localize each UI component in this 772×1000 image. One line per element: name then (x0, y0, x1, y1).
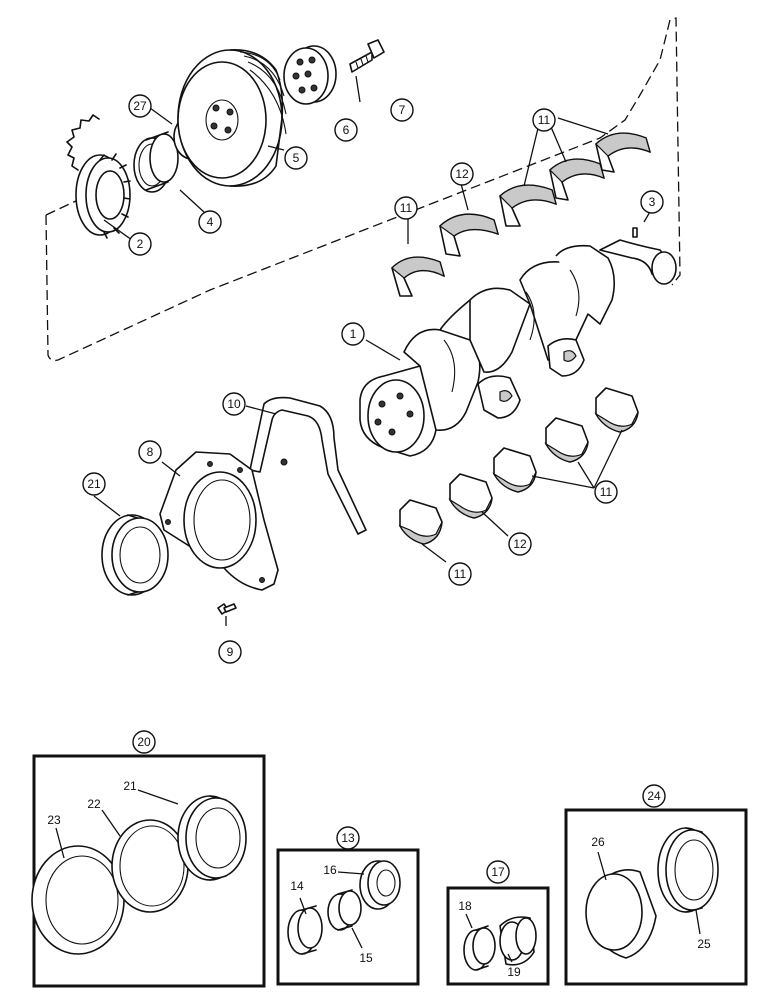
svg-text:1: 1 (350, 327, 357, 341)
crankshaft-gear-part (66, 114, 131, 239)
callout-3: 3 (640, 190, 664, 214)
svg-text:11: 11 (400, 201, 413, 215)
callout-11-upper-left: 11 (394, 196, 418, 220)
svg-text:11: 11 (454, 567, 467, 581)
group-boundary-dashed-2 (45, 199, 79, 216)
svg-text:24: 24 (647, 789, 661, 803)
callout-12-upper: 12 (450, 162, 474, 186)
label-23: 23 (47, 813, 61, 827)
crankshaft-part (359, 239, 677, 457)
label-14: 14 (290, 879, 304, 893)
callout-6: 6 (334, 118, 358, 142)
svg-text:11: 11 (538, 113, 551, 127)
label-19: 19 (507, 965, 521, 979)
svg-text:17: 17 (491, 865, 505, 879)
seal-kit-17-box (446, 886, 550, 986)
svg-text:12: 12 (455, 167, 469, 181)
callout-1: 1 (341, 322, 365, 346)
callout-11-lower-right: 11 (594, 480, 618, 504)
crankshaft-pulley-part (177, 49, 287, 187)
svg-text:4: 4 (207, 215, 214, 229)
label-22: 22 (87, 797, 101, 811)
label-16: 16 (323, 863, 337, 877)
cap-screw-part (217, 603, 237, 615)
svg-text:11: 11 (600, 485, 613, 499)
callout-13: 13 (336, 826, 360, 850)
svg-text:12: 12 (513, 537, 527, 551)
seal-kit-24-box (564, 808, 748, 986)
seal-kit-13-box (276, 848, 420, 986)
svg-text:5: 5 (293, 151, 300, 165)
callout-2: 2 (128, 232, 152, 256)
callout-11-lower-left: 11 (448, 562, 472, 586)
svg-text:7: 7 (399, 103, 406, 117)
callout-5: 5 (284, 146, 308, 170)
svg-text:27: 27 (133, 99, 147, 113)
callout-20: 20 (132, 730, 156, 754)
label-15: 15 (359, 951, 373, 965)
front-collar-part (133, 131, 179, 193)
callout-4: 4 (198, 210, 222, 234)
damper-plate-part (283, 45, 337, 105)
callout-7: 7 (390, 98, 414, 122)
callout-21: 21 (82, 472, 106, 496)
dowel-pin-part (632, 227, 638, 238)
callout-24: 24 (642, 784, 666, 808)
callout-12-lower: 12 (508, 532, 532, 556)
callout-9: 9 (218, 640, 242, 664)
svg-text:6: 6 (343, 123, 350, 137)
seal-kit-20-box (31, 754, 266, 988)
svg-text:8: 8 (147, 445, 154, 459)
label-18: 18 (458, 899, 472, 913)
rear-seal-housing-part (159, 451, 279, 591)
label-21: 21 (123, 779, 137, 793)
lower-bearing-shells (398, 387, 639, 545)
svg-text:20: 20 (137, 735, 151, 749)
pulley-bolt-part (349, 39, 385, 73)
svg-text:13: 13 (341, 831, 355, 845)
svg-text:2: 2 (137, 237, 144, 251)
upper-bearing-shells (391, 132, 651, 297)
callout-10: 10 (222, 392, 246, 416)
callout-8: 8 (138, 440, 162, 464)
svg-text:3: 3 (649, 195, 656, 209)
svg-text:21: 21 (87, 477, 101, 491)
callout-17: 17 (486, 860, 510, 884)
group-boundary-dashed (45, 17, 681, 362)
callout-11-upper-right: 11 (532, 108, 556, 132)
svg-text:10: 10 (227, 397, 241, 411)
label-25: 25 (697, 937, 711, 951)
rear-seal-part (101, 514, 169, 596)
rear-cover-gasket-part (249, 396, 367, 535)
callout-27: 27 (128, 94, 152, 118)
label-26: 26 (591, 835, 605, 849)
callout-leaders (93, 75, 655, 626)
svg-text:9: 9 (227, 645, 234, 659)
